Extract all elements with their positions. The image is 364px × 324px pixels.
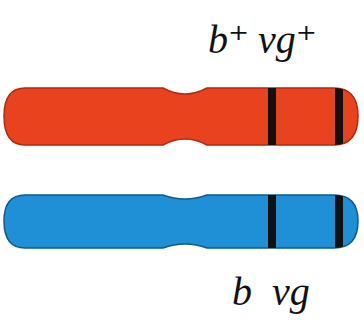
- blue-chromosome: [4, 188, 358, 256]
- allele-label: vg: [272, 272, 310, 312]
- gene-band: [335, 80, 343, 155]
- gene-band: [268, 80, 276, 155]
- allele-label: vg⁺: [258, 20, 317, 60]
- gene-band: [268, 188, 276, 256]
- gene-band: [335, 188, 343, 256]
- allele-label: b: [232, 272, 252, 312]
- red-chromosome: [4, 80, 358, 155]
- allele-label: b⁺: [208, 20, 249, 60]
